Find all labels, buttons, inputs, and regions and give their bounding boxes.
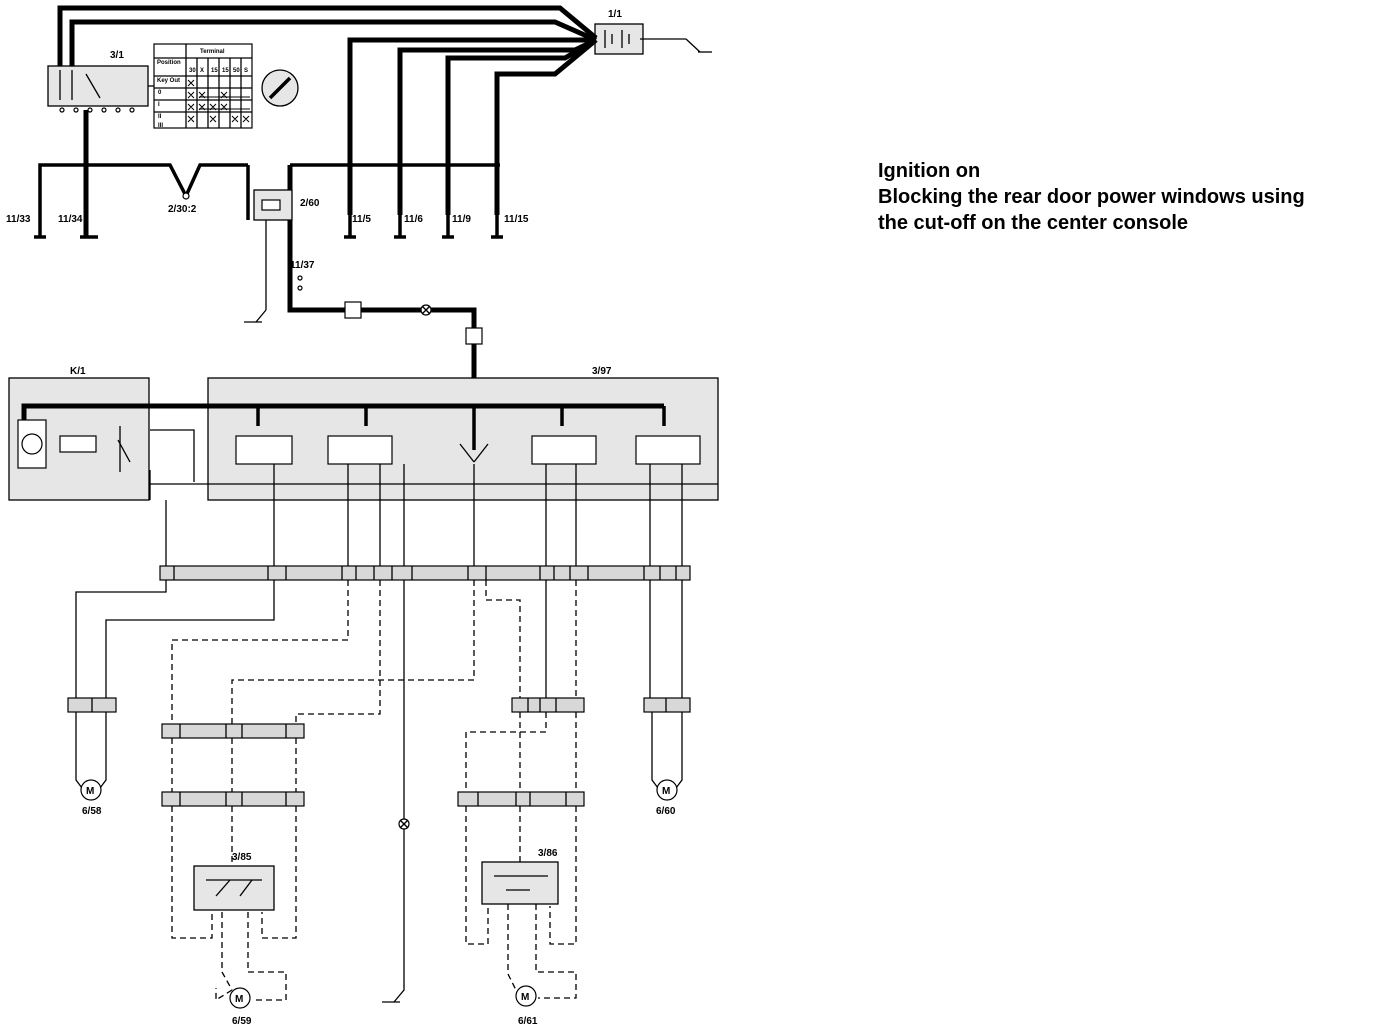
ground-label-11-15: 11/15 xyxy=(504,214,529,225)
motor-label-6-60: 6/60 xyxy=(656,806,676,817)
table-terminal-3: 15 xyxy=(211,68,218,74)
ground-label-11-33: 11/33 xyxy=(6,214,31,225)
table-position-2: II xyxy=(158,114,162,120)
switch-label-3-85: 3/85 xyxy=(232,852,252,863)
rear-right-door-circuit: 3/86 M 6/61 xyxy=(457,580,585,1027)
switch-label-3-86: 3/86 xyxy=(538,848,558,859)
table-terminal-2: X xyxy=(200,68,204,74)
table-terminal-6: S xyxy=(244,68,248,74)
ground-label-11-34: 11/34 xyxy=(58,214,83,225)
ignition-terminal-table: Terminal Position Key Out 0 I II III 30 … xyxy=(153,43,253,129)
table-position-label: Position xyxy=(157,60,181,66)
motor-symbol-6-60: M xyxy=(662,786,670,797)
connector-strip xyxy=(159,565,691,581)
supply-wires xyxy=(57,5,598,215)
table-position-0: 0 xyxy=(158,90,162,96)
module-label: 3/97 xyxy=(592,366,612,377)
rear-left-door-circuit: 3/85 M 6/59 xyxy=(161,580,475,1027)
motor-symbol-6-61: M xyxy=(521,992,529,1003)
motor-label-6-58: 6/58 xyxy=(82,806,102,817)
ground-label-11-9: 11/9 xyxy=(452,214,471,225)
fuse-label: 2/60 xyxy=(300,198,320,209)
motor-label-6-59: 6/59 xyxy=(232,1016,252,1027)
motor-symbol-6-59: M xyxy=(235,994,243,1005)
ground-label-11-5: 11/5 xyxy=(352,214,371,225)
table-terminal-4: 15 xyxy=(222,68,229,74)
control-module-3-97: 3/97 xyxy=(21,366,719,501)
ground-label-11-6: 11/6 xyxy=(404,214,423,225)
ground-bus-right: 11/5 11/6 11/9 11/15 xyxy=(290,163,529,239)
motor-label-6-61: 6/61 xyxy=(518,1016,538,1027)
fuse-2-60: 2/60 xyxy=(244,165,320,323)
motor-symbol-6-58: M xyxy=(86,786,94,797)
caption-line-3: the cut-off on the center console xyxy=(878,212,1189,234)
caption-line-2: Blocking the rear door power windows usi… xyxy=(878,186,1305,208)
motor-6-58: M 6/58 xyxy=(67,580,275,817)
relay-label: K/1 xyxy=(70,366,86,377)
caption-line-1: Ignition on xyxy=(878,160,981,182)
table-terminal-1: 30 xyxy=(189,68,196,74)
table-position-3: III xyxy=(158,123,163,129)
splice-label-2-30-2: 2/30:2 xyxy=(168,204,197,215)
relay-k1: K/1 xyxy=(8,366,195,501)
battery-label: 1/1 xyxy=(608,9,622,20)
table-key-out-label: Key Out xyxy=(157,78,180,84)
module-output-wires xyxy=(165,464,683,566)
feed-wire: 11/37 xyxy=(287,220,483,405)
diagram-caption: Ignition on Blocking the rear door power… xyxy=(878,158,1388,236)
ignition-switch-3-1: 3/1 xyxy=(47,50,299,113)
table-position-1: I xyxy=(158,102,160,108)
ignition-switch-label: 3/1 xyxy=(110,50,124,61)
battery-1-1: 1/1 xyxy=(594,9,712,55)
ground-bus-left: 11/33 11/34 2/30:2 xyxy=(6,110,250,239)
ground-label-11-37: 11/37 xyxy=(290,260,315,271)
table-header: Terminal xyxy=(200,49,225,55)
table-terminal-5: 50 xyxy=(233,68,240,74)
center-ground-wire xyxy=(382,580,410,1003)
motor-6-60: M 6/60 xyxy=(643,580,691,817)
